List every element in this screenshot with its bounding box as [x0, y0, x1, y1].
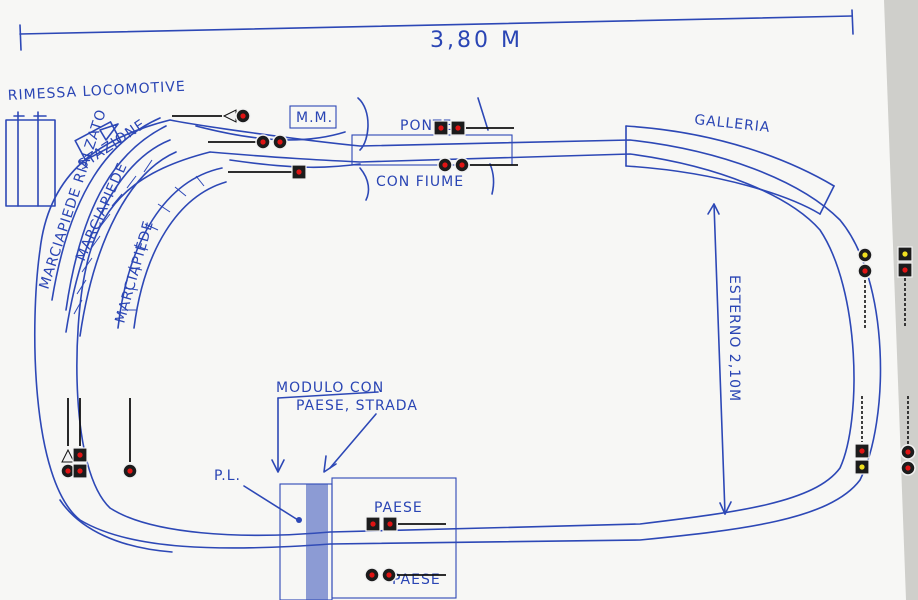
module-label-line2: PAESE, STRADA	[296, 398, 418, 414]
signal-right-bottom-disc	[900, 396, 916, 476]
village-label: PAESE	[374, 500, 423, 516]
station-building	[74, 121, 122, 161]
raised-platform	[51, 117, 167, 311]
main-oval-track	[34, 119, 882, 549]
signal-top-left-double	[208, 134, 288, 150]
width-label: ESTERNO 2,10M	[726, 275, 742, 402]
locomotive-depot	[5, 111, 56, 207]
mm-box	[289, 105, 337, 129]
tunnel	[625, 125, 835, 215]
village-area	[331, 477, 457, 599]
village-label-2: PAESE	[392, 572, 441, 588]
lower-spur-track	[59, 499, 173, 553]
width-dimension-line	[707, 203, 732, 515]
platform-2	[117, 167, 227, 329]
signal-village-bottom	[364, 567, 446, 583]
bridge	[351, 97, 513, 201]
length-dimension-line	[19, 9, 854, 51]
crossing-label: P.L.	[214, 468, 241, 484]
signal-right-top-square	[897, 246, 913, 328]
module-annotation	[271, 391, 379, 473]
signal-bridge-bottom	[437, 157, 518, 173]
river-label: CON FIUME	[376, 174, 464, 190]
signal-bridge-top	[433, 120, 514, 136]
module-label-line1: MODULO CON	[276, 380, 384, 396]
signal-right-top-disc	[857, 247, 873, 330]
platform-1	[65, 139, 177, 337]
signal-left-bottom-single	[122, 398, 138, 479]
signal-village-top	[365, 516, 446, 532]
signal-left-bottom-pair	[60, 398, 88, 479]
signal-top-left-square	[228, 164, 307, 180]
signal-right-bottom-square	[854, 396, 870, 475]
tunnel-label: GALLERIA	[694, 112, 772, 136]
length-label: 3,80 M	[430, 28, 523, 53]
mm-label: M.M.	[296, 110, 333, 126]
signal-top-left-triangle	[172, 108, 251, 124]
